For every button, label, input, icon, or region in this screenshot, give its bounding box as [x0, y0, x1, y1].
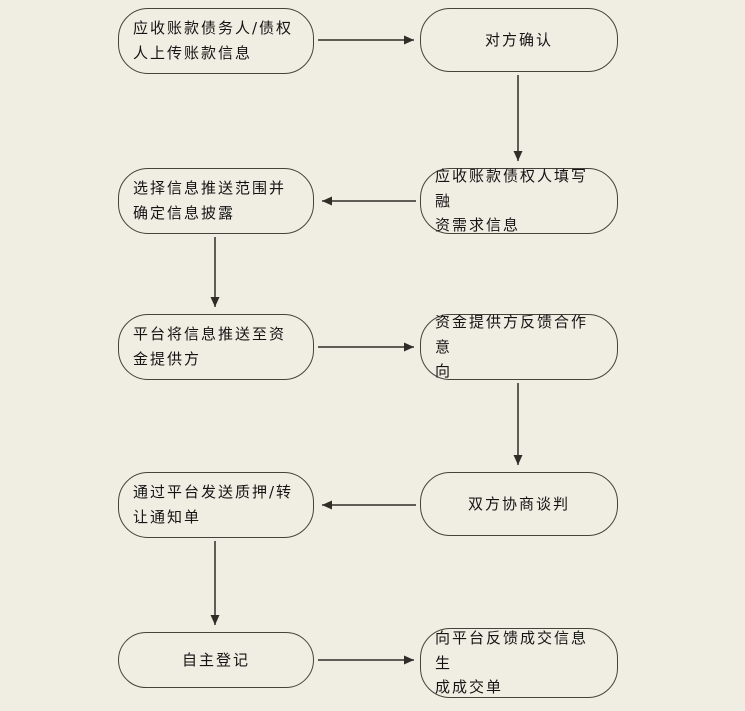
flow-node-label: 应收账款债务人/债权 人上传账款信息: [133, 19, 294, 62]
flow-node-creditor-fill-financing-needs: 应收账款债权人填写融 资需求信息: [420, 167, 618, 234]
flow-node-label: 自主登记: [181, 650, 250, 669]
flow-node-label: 应收账款债权人填写融 资需求信息: [435, 166, 589, 235]
flow-node-upload-receivable-info: 应收账款债务人/债权 人上传账款信息: [118, 8, 314, 74]
flow-node-label: 选择信息推送范围并 确定信息披露: [133, 179, 287, 222]
flow-node-platform-push-to-funders: 平台将信息推送至资 金提供方: [118, 314, 314, 380]
flow-node-feedback-deal-info: 向平台反馈成交信息生 成成交单: [420, 628, 618, 698]
flow-node-select-push-scope: 选择信息推送范围并 确定信息披露: [118, 168, 314, 234]
flow-node-send-pledge-transfer-notice: 通过平台发送质押/转 让通知单: [118, 472, 314, 538]
flow-node-label: 通过平台发送质押/转 让通知单: [133, 483, 294, 526]
flow-node-label: 资金提供方反馈合作意 向: [435, 312, 589, 381]
flow-node-label: 向平台反馈成交信息生 成成交单: [435, 628, 589, 697]
flow-node-label: 双方协商谈判: [467, 494, 570, 513]
flow-node-label: 平台将信息推送至资 金提供方: [133, 325, 287, 368]
flow-node-counterparty-confirm: 对方确认: [420, 8, 618, 72]
flow-node-self-registration: 自主登记: [118, 632, 314, 688]
flow-node-negotiation: 双方协商谈判: [420, 472, 618, 536]
flow-node-funder-feedback-intent: 资金提供方反馈合作意 向: [420, 313, 618, 380]
flow-node-label: 对方确认: [484, 30, 553, 49]
